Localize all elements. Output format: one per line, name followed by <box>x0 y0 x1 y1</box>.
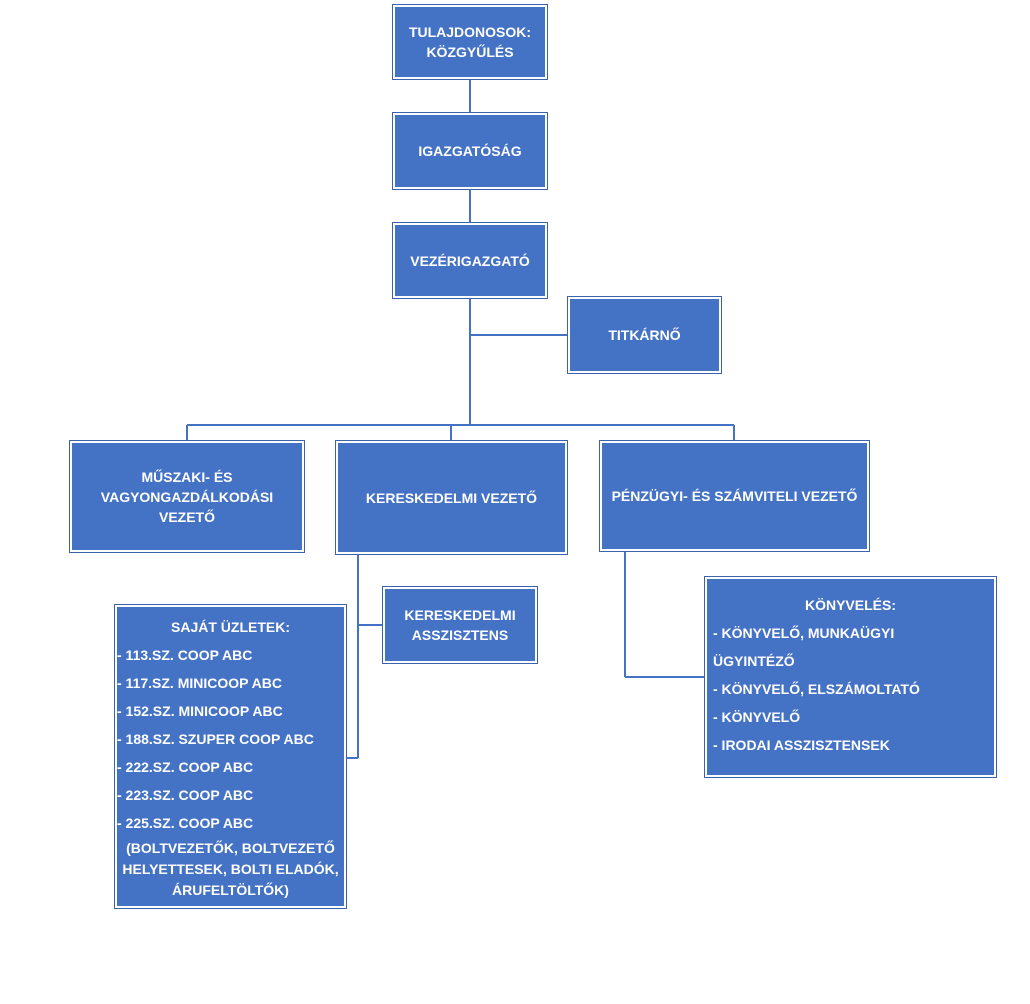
shop-staff-note-line-2: HELYETTESEK, BOLTI ELADÓK, <box>122 861 339 877</box>
shop-item: - 117.SZ. MINICOOP ABC <box>117 675 282 691</box>
commercial-label: KERESKEDELMI VEZETŐ <box>365 489 538 506</box>
shop-item: - 222.SZ. COOP ABC <box>117 759 254 775</box>
ceo-box: VEZÉRIGAZGATÓ <box>392 222 548 299</box>
secretary-label: TITKÁRNŐ <box>608 327 681 343</box>
owners-box: TULAJDONOSOK: KÖZGYŰLÉS <box>392 4 548 80</box>
own-shops-title: SAJÁT ÜZLETEK: <box>171 619 290 635</box>
ceo-label: VEZÉRIGAZGATÓ <box>410 252 530 269</box>
shop-item: - 225.SZ. COOP ABC <box>117 815 254 831</box>
technical-label-line-2: VAGYONGAZDÁLKODÁSI <box>100 488 274 505</box>
secretary-box: TITKÁRNŐ <box>567 296 722 374</box>
technical-label-line-1: MŰSZAKI- ÉS <box>141 468 233 485</box>
board-label: IGAZGATÓSÁG <box>418 143 522 159</box>
commercial-assistant-label-line-2: ASSZISZTENS <box>411 627 509 643</box>
shop-staff-note-line-1: (BOLTVEZETŐK, BOLTVEZETŐ <box>126 840 335 856</box>
commercial-manager-box: KERESKEDELMI VEZETŐ <box>335 440 568 555</box>
shop-staff-note-line-3: ÁRUFELTÖLTŐK) <box>172 882 289 898</box>
finance-manager-box: PÉNZÜGYI- ÉS SZÁMVITELI VEZETŐ <box>599 440 870 552</box>
accounting-item: - KÖNYVELŐ <box>713 709 801 725</box>
shop-item: - 223.SZ. COOP ABC <box>117 787 254 803</box>
accounting-item: - KÖNYVELŐ, MUNKAÜGYI <box>713 625 895 641</box>
shop-item: - 152.SZ. MINICOOP ABC <box>117 703 283 719</box>
finance-label: PÉNZÜGYI- ÉS SZÁMVITELI VEZETŐ <box>611 488 858 504</box>
commercial-assistant-label-line-1: KERESKEDELMI <box>404 607 516 623</box>
accounting-box: KÖNYVELÉS: - KÖNYVELŐ, MUNKAÜGYI ÜGYINTÉ… <box>704 576 997 778</box>
accounting-item: - IRODAI ASSZISZTENSEK <box>713 737 890 753</box>
shop-item: - 113.SZ. COOP ABC <box>117 647 253 663</box>
board-box: IGAZGATÓSÁG <box>392 112 548 190</box>
technical-label-line-3: VEZETŐ <box>158 508 215 525</box>
shop-item: - 188.SZ. SZUPER COOP ABC <box>117 731 314 747</box>
technical-manager-box: MŰSZAKI- ÉS VAGYONGAZDÁLKODÁSI VEZETŐ <box>69 440 305 553</box>
own-shops-box: SAJÁT ÜZLETEK: - 113.SZ. COOP ABC - 117.… <box>114 604 347 909</box>
accounting-title: KÖNYVELÉS: <box>804 597 896 613</box>
commercial-assistant-box: KERESKEDELMI ASSZISZTENS <box>382 586 538 664</box>
owners-label-line-1: TULAJDONOSOK: <box>408 24 532 40</box>
owners-label-line-2: KÖZGYŰLÉS <box>426 44 514 60</box>
accounting-item: ÜGYINTÉZŐ <box>713 653 795 669</box>
accounting-item: - KÖNYVELŐ, ELSZÁMOLTATÓ <box>713 681 920 697</box>
